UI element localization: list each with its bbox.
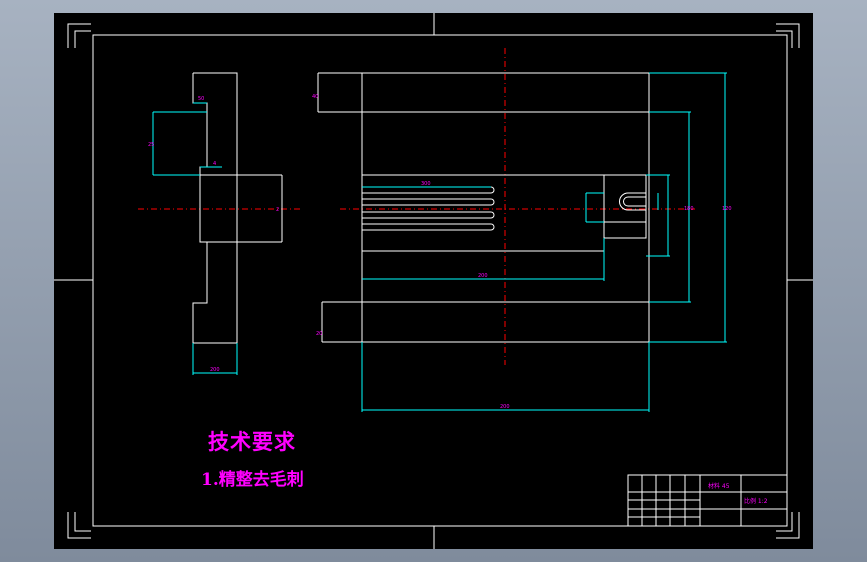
side-view-outline xyxy=(192,72,238,344)
main-view xyxy=(317,72,650,343)
dim-label: 25 xyxy=(148,142,154,148)
dim-label: 2 xyxy=(276,207,279,213)
corner-mark-br xyxy=(776,512,800,539)
dim-label: 200 xyxy=(500,404,510,410)
slot-2 xyxy=(362,198,495,206)
dim-label: 4 xyxy=(213,161,216,167)
corner-mark-tr xyxy=(776,23,800,48)
dim-label: 300 xyxy=(421,181,431,187)
dim-label: 40 xyxy=(312,94,318,100)
slot-4 xyxy=(362,223,495,231)
sheet-border xyxy=(54,13,813,549)
side-view xyxy=(192,72,283,344)
slot-1 xyxy=(362,186,495,194)
title-block-text: 材料 45 比例 1:2 xyxy=(708,482,768,505)
center-lines xyxy=(138,48,695,365)
slot-3 xyxy=(362,211,495,219)
dim-label: 200 xyxy=(478,273,488,279)
inner-frame xyxy=(92,34,788,527)
dim-label: 180 xyxy=(684,206,694,212)
dimension-lines xyxy=(152,72,727,412)
corner-mark-bl xyxy=(67,512,91,539)
title-block xyxy=(627,474,788,527)
technical-requirements-title: 技术要求 xyxy=(208,429,296,454)
title-block-name: 材料 45 xyxy=(708,482,730,490)
drawing-sheet[interactable] xyxy=(54,13,813,549)
dim-label: 50 xyxy=(198,96,204,102)
dim-label: 120 xyxy=(722,206,732,212)
dimension-text: 50 25 4 2 200 200 200 120 40 20 300 180 xyxy=(148,94,732,410)
dim-label: 200 xyxy=(210,367,220,373)
slot-plate xyxy=(361,174,605,252)
title-block-scale: 比例 1:2 xyxy=(744,497,768,505)
technical-requirement-item: 1.精整去毛刺 xyxy=(201,470,304,490)
u-slot xyxy=(619,192,646,211)
dim-label: 20 xyxy=(316,331,322,337)
corner-mark-tl xyxy=(67,23,91,48)
